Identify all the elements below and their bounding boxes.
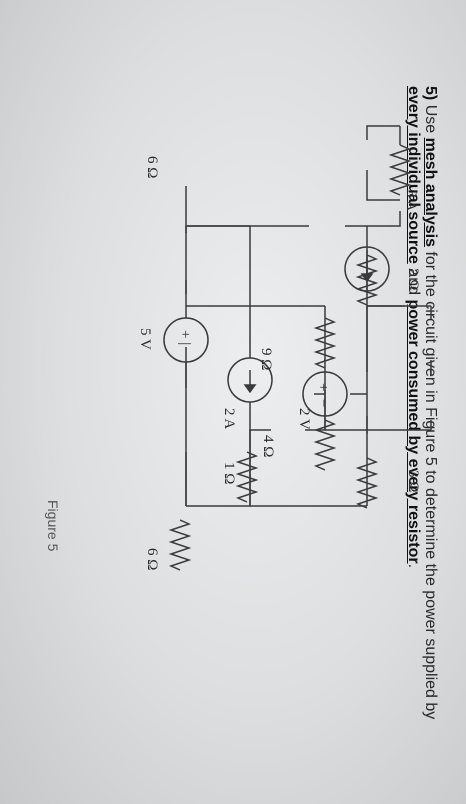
wire	[367, 211, 401, 227]
label-3ohm: 3 Ω	[405, 470, 421, 492]
resistor-6ohm-right	[168, 519, 192, 571]
plus-minus-5V: + |	[177, 330, 193, 345]
wire	[366, 125, 400, 140]
wire	[366, 170, 400, 201]
label-3A: 3 A	[403, 190, 419, 211]
figure-caption: Figure 5	[45, 500, 61, 552]
arrowhead-2A	[243, 384, 257, 394]
label-2A: 2 A	[221, 408, 237, 429]
label-2ohm: 2 Ω	[405, 268, 421, 290]
label-1ohm: 1 Ω	[221, 462, 237, 484]
plus-sign-2V: +	[315, 383, 331, 391]
label-5V: 5 V	[137, 328, 153, 350]
label-4ohm: 4 Ω	[260, 435, 276, 457]
voltage-source-2V	[302, 371, 348, 417]
label-9ohm: 9 Ω	[258, 348, 274, 370]
label-6ohm-right: 6 Ω	[144, 548, 160, 570]
minus-sign-2V: −	[315, 399, 331, 407]
resistor-9ohm	[313, 317, 337, 369]
resistor-4ohm	[313, 419, 337, 471]
label-2V: 2 V	[296, 408, 312, 430]
label-6ohm-left: 6 Ω	[144, 156, 160, 178]
resistor-6ohm-left	[388, 144, 412, 196]
resistor-1ohm	[235, 451, 259, 503]
arrowhead-3A	[360, 273, 374, 283]
